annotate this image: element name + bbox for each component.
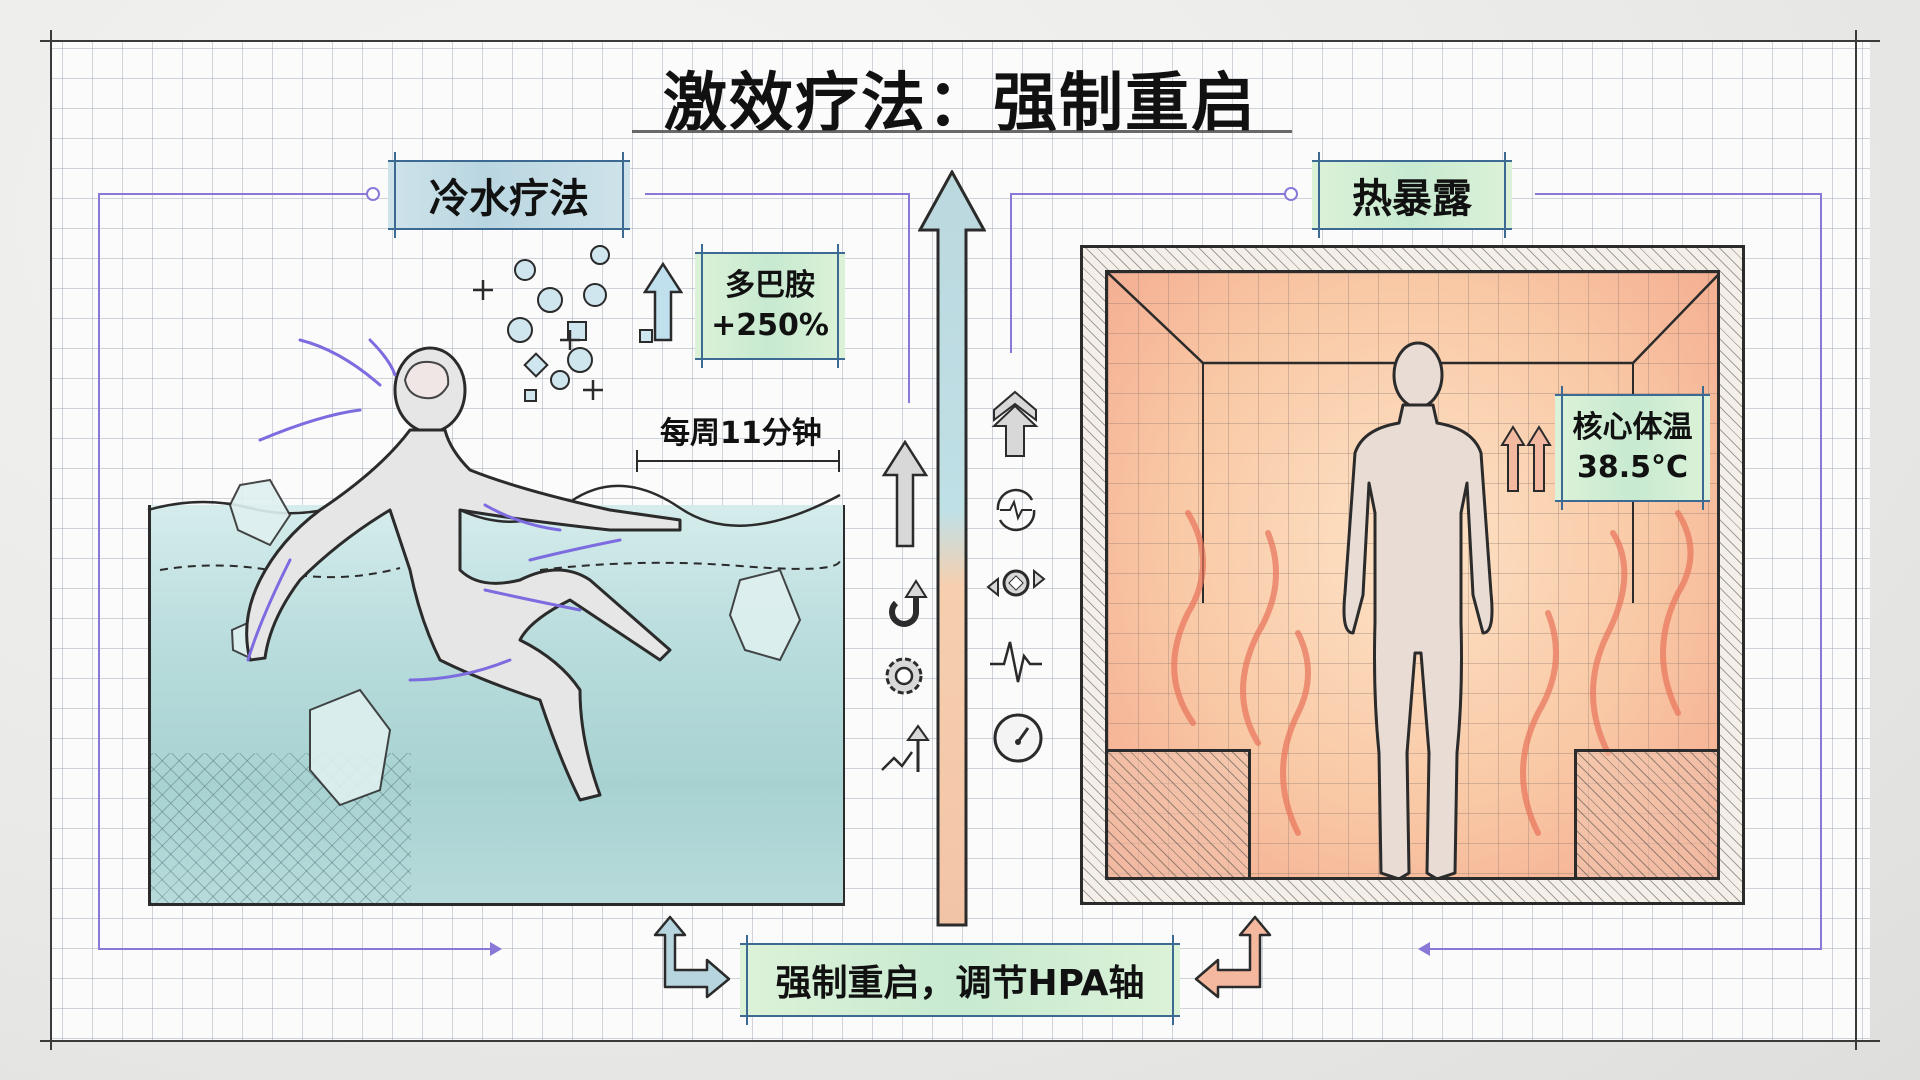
- right-bracket-vertical: [1820, 193, 1822, 949]
- standing-figure: [1342, 341, 1494, 877]
- summary-text: 强制重启，调节HPA轴: [775, 963, 1145, 1004]
- sauna-interior: [1105, 270, 1720, 880]
- heat-merge-arrow-icon: [1194, 915, 1272, 999]
- left-bracket-bottom: [98, 948, 498, 950]
- left-inner-connector-h: [645, 193, 910, 195]
- curved-up-arrow-icon: [889, 579, 928, 627]
- frame-left: [50, 30, 52, 1050]
- trend-up-icon: [881, 724, 930, 772]
- summary-callout: 强制重启，调节HPA轴: [740, 935, 1180, 1025]
- right-bracket-top: [1535, 193, 1820, 195]
- dopamine-value: +250%: [711, 308, 829, 343]
- sauna-bench-right: [1574, 749, 1717, 877]
- core-temperature-label: 核心体温: [1572, 410, 1693, 445]
- frame-right: [1855, 30, 1857, 1050]
- cold-therapy-label: 冷水疗法: [388, 152, 630, 238]
- chevron-up-arrow-icon: [991, 390, 1039, 457]
- right-bracket-node: [1284, 187, 1298, 201]
- cold-scene-illustration: [147, 245, 841, 807]
- heartbeat-icon: [990, 641, 1042, 683]
- left-bracket-vertical: [98, 193, 100, 949]
- gauge-icon: [993, 713, 1043, 763]
- up-arrow-icon: [881, 440, 929, 548]
- frame-top: [40, 40, 1880, 42]
- core-temperature-callout: 核心体温 38.5°C: [1555, 386, 1710, 510]
- page-title: 激效疗法：强制重启: [663, 67, 1257, 141]
- sauna-perspective-lines: [1108, 273, 1717, 836]
- duration-label: 每周11分钟: [660, 416, 822, 451]
- duration-scale-bar: [636, 460, 839, 462]
- gear-icon: [885, 657, 923, 695]
- sauna-bench-left: [1108, 749, 1251, 877]
- dopamine-callout: 多巴胺 +250%: [695, 244, 845, 368]
- duration-scale-tick-start: [636, 450, 638, 472]
- duration-scale-tick-end: [838, 450, 840, 472]
- core-temperature-value: 38.5°C: [1576, 450, 1689, 485]
- heat-exposure-label: 热暴露: [1312, 152, 1512, 238]
- frame-bottom: [40, 1040, 1880, 1042]
- left-bracket-top: [98, 193, 370, 195]
- title-underline: [632, 130, 1292, 133]
- left-bracket-node: [366, 187, 380, 201]
- left-inner-connector-v: [908, 193, 910, 403]
- heat-exposure-label-text: 热暴露: [1352, 176, 1472, 222]
- dopamine-up-arrow-icon: [643, 262, 683, 342]
- left-bracket-arrowhead: [490, 942, 502, 956]
- right-bracket-bottom: [1425, 948, 1822, 950]
- cold-merge-arrow-icon: [653, 915, 731, 999]
- right-inner-connector-h: [1010, 193, 1290, 195]
- temperature-up-arrows-icon: [1500, 425, 1552, 492]
- bidirectional-arrow-icon: [986, 568, 1046, 598]
- cold-therapy-label-text: 冷水疗法: [429, 176, 589, 222]
- right-bracket-arrowhead: [1418, 942, 1430, 956]
- cycle-heartbeat-icon: [996, 488, 1036, 532]
- right-inner-connector-v: [1010, 193, 1012, 353]
- dopamine-label: 多巴胺: [725, 268, 815, 303]
- central-up-arrow: [918, 170, 986, 927]
